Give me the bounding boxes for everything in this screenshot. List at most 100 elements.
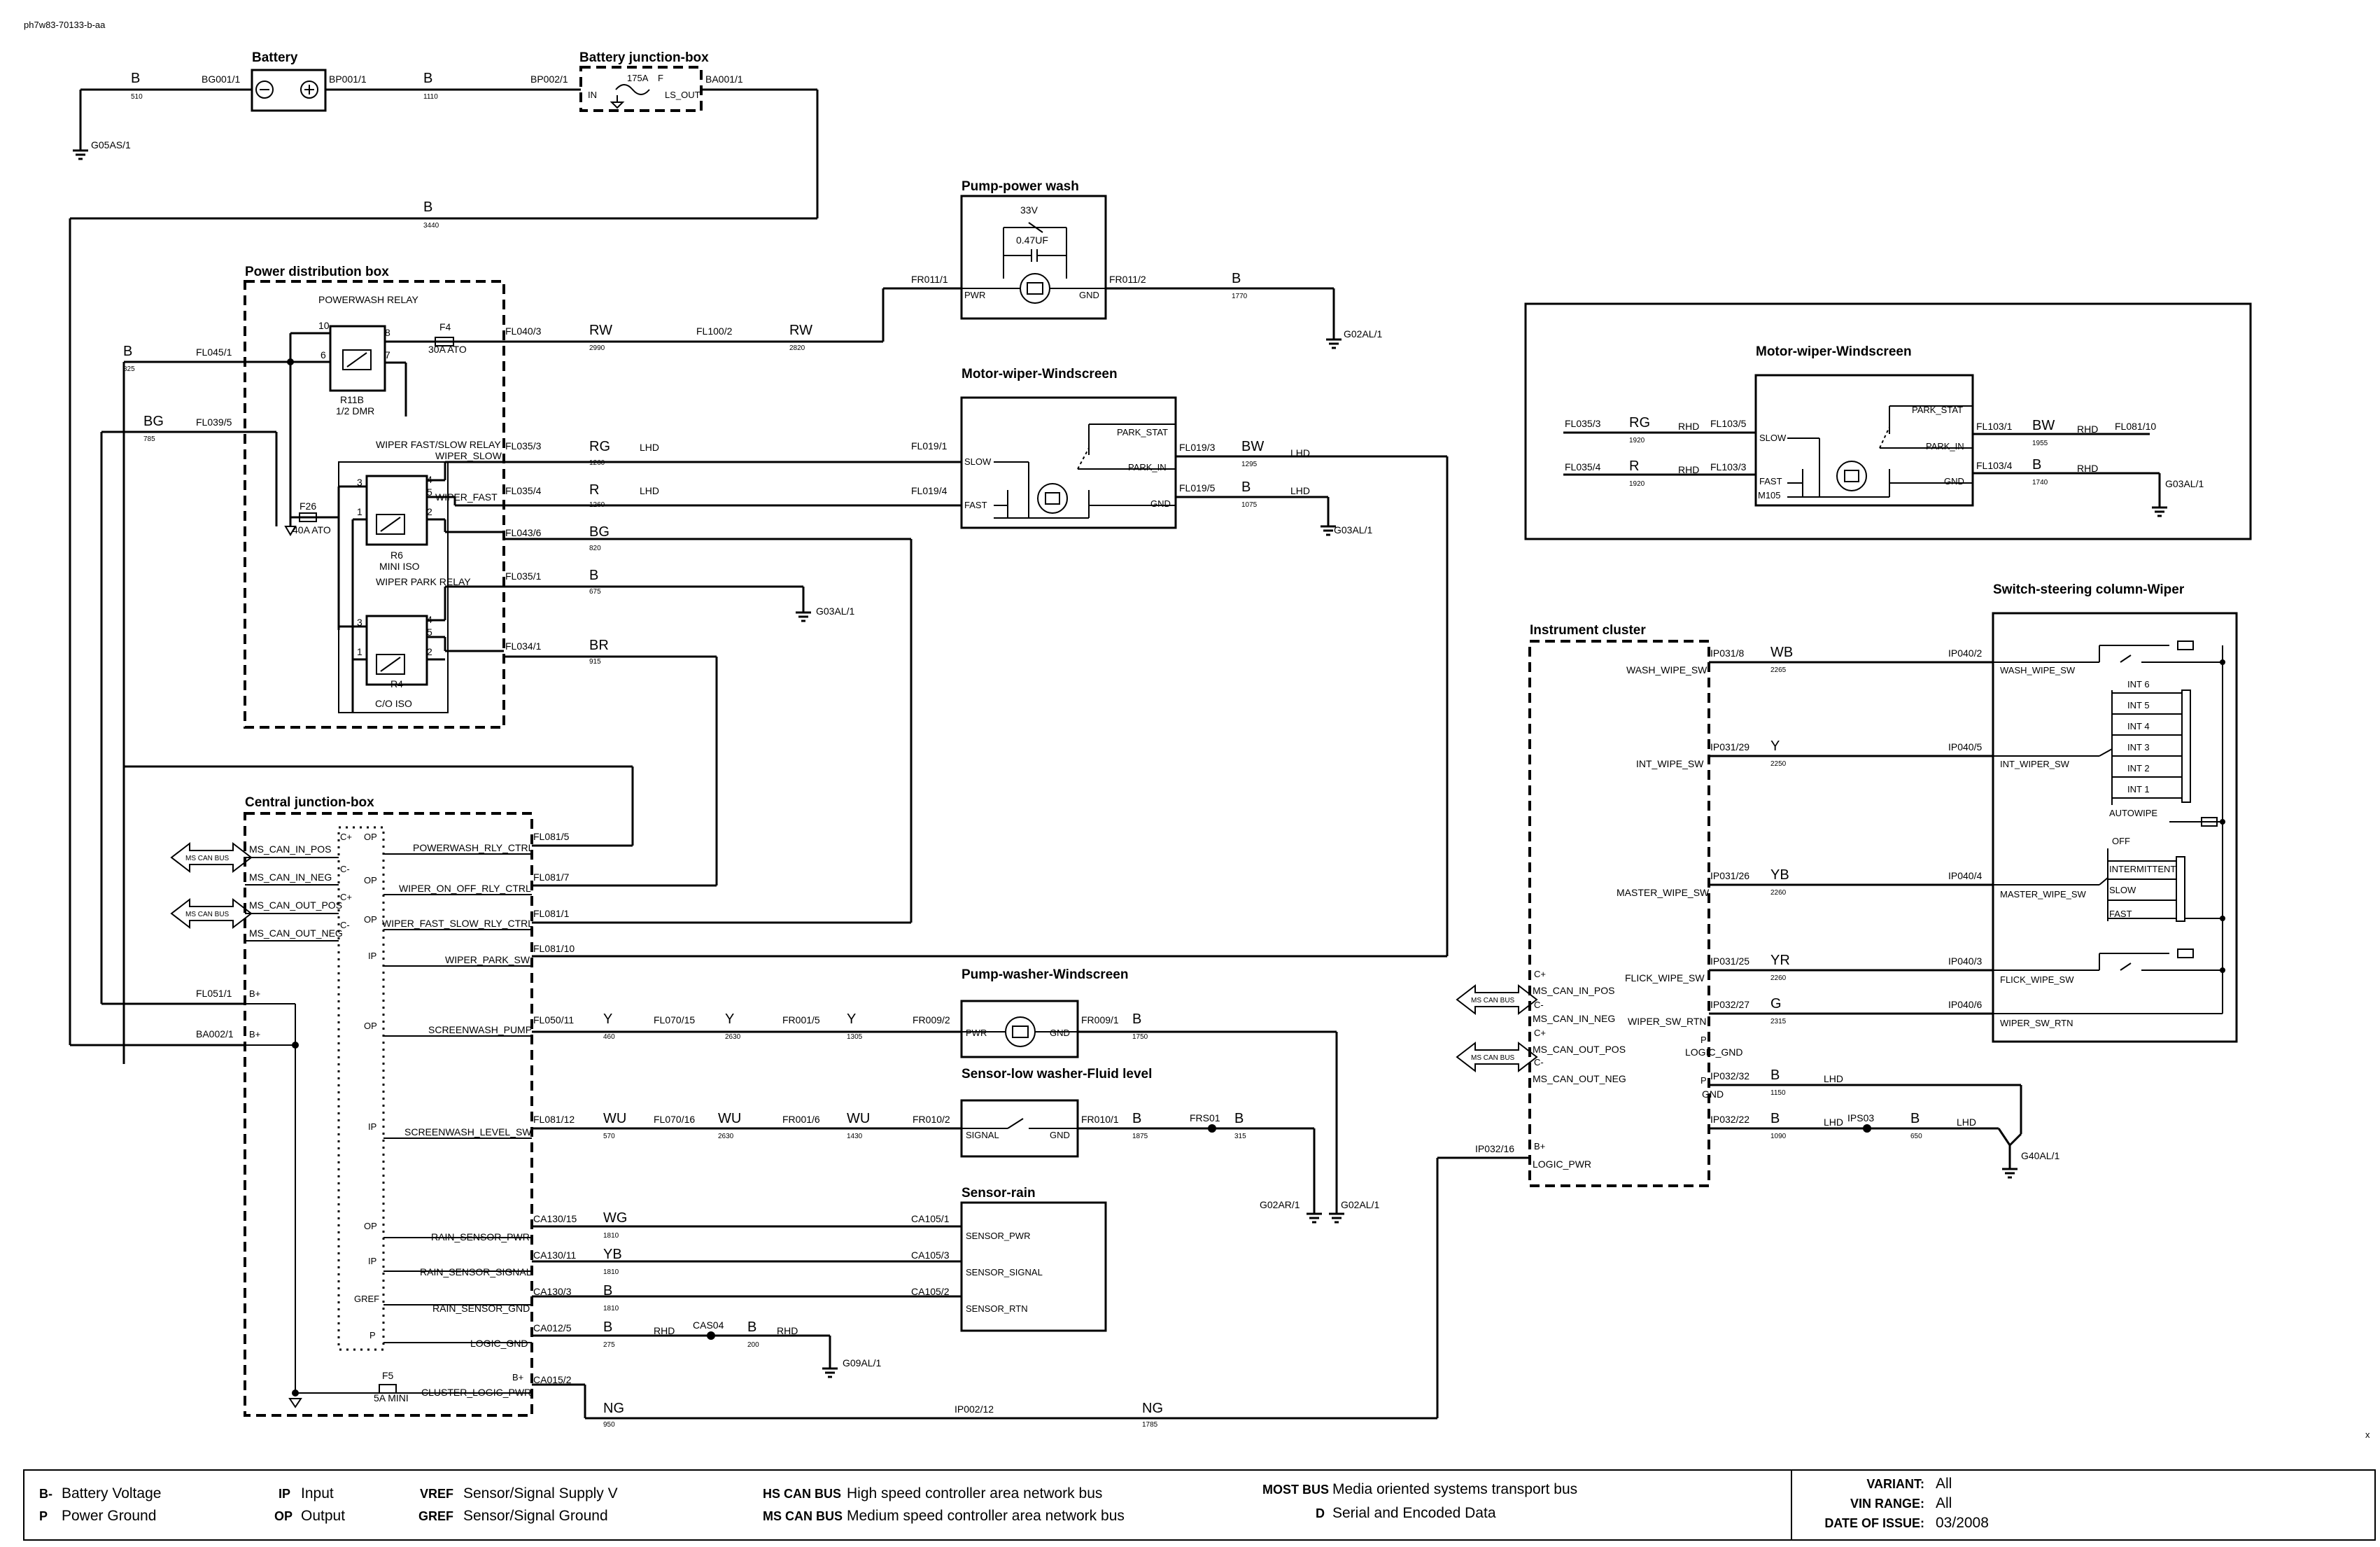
legend-key-ip: IP — [279, 1487, 290, 1501]
svg-text:R6: R6 — [390, 550, 403, 561]
svg-text:FL043/6: FL043/6 — [505, 527, 542, 538]
powerwash-relay-label: POWERWASH RELAY — [318, 294, 419, 305]
svg-text:P: P — [369, 1330, 376, 1340]
svg-text:IP: IP — [368, 1256, 376, 1266]
svg-text:LHD: LHD — [1957, 1116, 1976, 1128]
svg-text:MS_CAN_OUT_POS: MS_CAN_OUT_POS — [1533, 1044, 1626, 1055]
svg-text:200: 200 — [747, 1341, 759, 1349]
svg-text:B: B — [2032, 457, 2041, 472]
svg-text:3440: 3440 — [423, 222, 439, 230]
svg-text:1875: 1875 — [1132, 1133, 1148, 1140]
svg-text:FAST: FAST — [964, 500, 987, 510]
svg-text:FR010/1: FR010/1 — [1081, 1114, 1119, 1125]
svg-text:R11B: R11B — [340, 394, 364, 405]
svg-text:FL103/4: FL103/4 — [1976, 460, 2013, 471]
svg-text:B: B — [131, 71, 140, 86]
svg-text:FL081/10: FL081/10 — [2115, 421, 2156, 432]
svg-text:WIPER_SLOW: WIPER_SLOW — [435, 450, 502, 461]
svg-text:IP: IP — [368, 951, 376, 961]
svg-text:OP: OP — [364, 875, 377, 886]
svg-text:B: B — [1234, 1111, 1244, 1126]
svg-text:NG: NG — [1142, 1401, 1163, 1416]
svg-text:NG: NG — [603, 1401, 624, 1416]
svg-text:1770: 1770 — [1232, 293, 1248, 300]
svg-text:M105: M105 — [1758, 490, 1781, 500]
svg-text:R4: R4 — [390, 678, 403, 690]
svg-text:IP031/26: IP031/26 — [1710, 870, 1749, 881]
svg-text:WB: WB — [1770, 645, 1793, 660]
svg-text:5A MINI: 5A MINI — [374, 1392, 409, 1404]
svg-text:WIPER_PARK_SW: WIPER_PARK_SW — [445, 954, 530, 965]
svg-text:WIPER_FAST: WIPER_FAST — [435, 491, 498, 503]
legend-panel: B- Battery Voltage P Power Ground IP Inp… — [23, 1469, 2376, 1541]
svg-text:SLOW: SLOW — [1759, 433, 1787, 443]
svg-text:40A ATO: 40A ATO — [293, 524, 331, 536]
svg-text:FR001/5: FR001/5 — [782, 1014, 820, 1026]
svg-text:1785: 1785 — [1142, 1421, 1158, 1429]
svg-text:SLOW: SLOW — [964, 456, 992, 467]
svg-text:FL019/1: FL019/1 — [911, 440, 948, 451]
svg-text:IP040/4: IP040/4 — [1948, 870, 1982, 881]
svg-text:B: B — [423, 200, 432, 215]
svg-text:FRS01: FRS01 — [1190, 1112, 1220, 1124]
svg-text:CA105/3: CA105/3 — [911, 1250, 950, 1261]
svg-text:3: 3 — [357, 477, 362, 488]
legend-text-op: Output — [301, 1508, 345, 1524]
legend-key-vref: VREF — [420, 1487, 453, 1501]
svg-text:1075: 1075 — [1241, 501, 1258, 509]
svg-text:B+: B+ — [512, 1372, 523, 1382]
svg-text:Y: Y — [847, 1011, 856, 1027]
svg-text:2315: 2315 — [1770, 1018, 1787, 1026]
svg-text:PWR: PWR — [966, 1028, 987, 1038]
svg-text:G03AL/1: G03AL/1 — [816, 606, 854, 617]
svg-text:FL034/1: FL034/1 — [505, 640, 542, 652]
svg-text:RG: RG — [589, 439, 610, 454]
svg-text:FR009/1: FR009/1 — [1081, 1014, 1119, 1026]
svg-text:IP040/3: IP040/3 — [1948, 955, 1982, 967]
svg-text:GND: GND — [1944, 476, 1964, 486]
svg-text:CA130/11: CA130/11 — [533, 1250, 576, 1261]
svg-text:B: B — [1132, 1011, 1141, 1027]
svg-text:CA130/3: CA130/3 — [533, 1286, 572, 1297]
legend-key-hscan: HS CAN BUS — [763, 1487, 841, 1501]
svg-text:FL035/3: FL035/3 — [1565, 418, 1601, 429]
svg-text:FR011/1: FR011/1 — [911, 274, 948, 285]
svg-text:LOGIC_PWR: LOGIC_PWR — [1533, 1158, 1591, 1170]
svg-text:BR: BR — [589, 638, 609, 653]
svg-text:IP: IP — [368, 1121, 376, 1132]
svg-text:BP002/1: BP002/1 — [530, 74, 568, 85]
svg-text:IP032/32: IP032/32 — [1710, 1070, 1749, 1082]
svg-text:F4: F4 — [439, 321, 451, 332]
legend-key-most: MOST BUS — [1262, 1483, 1329, 1497]
svg-text:G05AS/1: G05AS/1 — [91, 139, 131, 150]
svg-text:RHD: RHD — [654, 1325, 675, 1336]
svg-text:MS_CAN_IN_POS: MS_CAN_IN_POS — [249, 844, 331, 855]
svg-text:Y: Y — [725, 1011, 734, 1027]
svg-text:RHD: RHD — [2077, 424, 2098, 435]
svg-text:2: 2 — [427, 646, 432, 657]
svg-text:WG: WG — [603, 1210, 627, 1226]
svg-text:5: 5 — [427, 626, 432, 638]
svg-text:BW: BW — [2032, 418, 2055, 433]
svg-text:FL039/5: FL039/5 — [196, 416, 232, 428]
svg-text:GND: GND — [1050, 1028, 1070, 1038]
legend-key-p: P — [39, 1509, 48, 1523]
svg-text:B: B — [589, 568, 598, 583]
pump-washer-title: Pump-washer-Windscreen — [962, 967, 1128, 982]
svg-text:FL035/1: FL035/1 — [505, 570, 542, 582]
svg-text:315: 315 — [1234, 1133, 1246, 1140]
svg-text:MS_CAN_IN_NEG: MS_CAN_IN_NEG — [1533, 1013, 1615, 1024]
svg-text:GND: GND — [1702, 1088, 1724, 1100]
svg-text:B+: B+ — [249, 988, 260, 999]
svg-text:460: 460 — [603, 1033, 615, 1041]
svg-text:IP032/16: IP032/16 — [1475, 1143, 1514, 1154]
svg-text:B: B — [423, 71, 432, 86]
legend-text-gref: Sensor/Signal Ground — [463, 1508, 608, 1524]
svg-text:PARK_IN: PARK_IN — [1128, 462, 1167, 472]
instrument-cluster-title: Instrument cluster — [1530, 623, 1646, 638]
svg-text:OP: OP — [364, 1221, 377, 1231]
date-of-issue-value: 03/2008 — [1936, 1515, 1989, 1531]
